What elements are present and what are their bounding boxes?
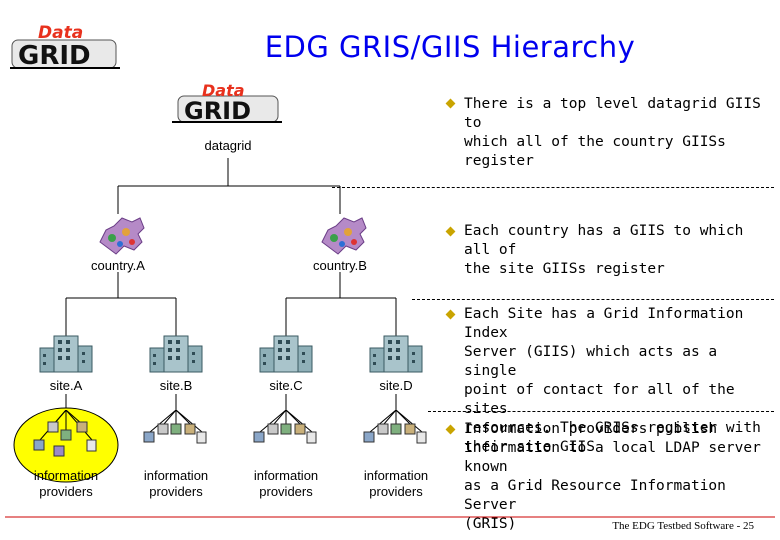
site-a-label: site.A [49, 378, 83, 393]
root-node-label: datagrid [204, 138, 252, 153]
separator-dashed [428, 411, 774, 412]
separator-dashed [332, 187, 774, 188]
site-d-label: site.D [379, 378, 413, 393]
datagrid-logo: Data GRID [10, 18, 122, 76]
europe-map-icon [314, 212, 370, 258]
provider-devices-icon [252, 409, 320, 460]
providers-label-b: information providers [143, 468, 209, 499]
site-building-icon [38, 334, 94, 374]
footer-text: The EDG Testbed Software - 25 [612, 520, 754, 532]
page-title: EDG GRIS/GIIS Hierarchy [264, 30, 636, 64]
separator-dashed [412, 299, 774, 300]
site-building-icon [148, 334, 204, 374]
site-b-label: site.B [159, 378, 193, 393]
site-building-icon [368, 334, 424, 374]
provider-devices-icon [362, 409, 430, 460]
providers-label-a: information providers [33, 468, 99, 499]
europe-map-icon [92, 212, 148, 258]
providers-label-c: information providers [253, 468, 319, 499]
provider-devices-icon [142, 409, 210, 460]
highlight-ellipse [13, 407, 119, 483]
logo-top-text: Data [38, 23, 83, 43]
providers-label-d: information providers [363, 468, 429, 499]
site-building-icon [258, 334, 314, 374]
logo-bottom-text: GRID [18, 41, 91, 71]
provider-devices-icon [32, 409, 100, 460]
site-c-label: site.C [269, 378, 303, 393]
country-b-label: country.B [313, 258, 367, 273]
root-grid-logo: Data GRID [172, 80, 284, 128]
svg-text:GRID: GRID [184, 97, 251, 125]
svg-text:Data: Data [202, 81, 245, 100]
country-a-label: country.A [91, 258, 145, 273]
